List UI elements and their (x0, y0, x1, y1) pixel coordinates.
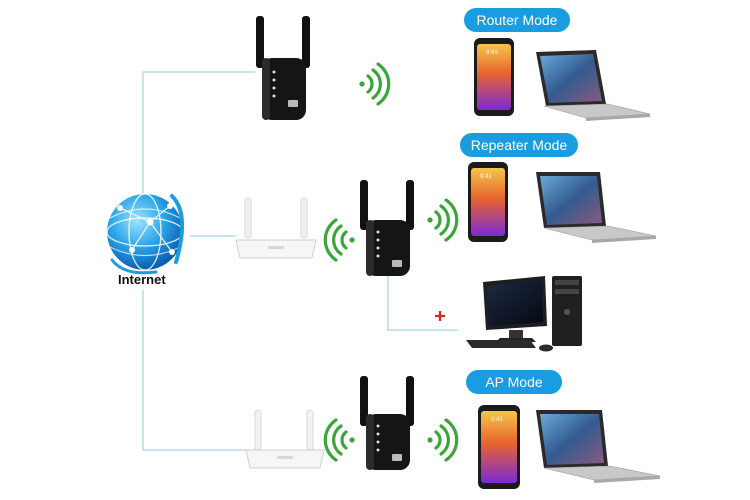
plus-icon (435, 311, 445, 321)
phone-time: 9:41 (480, 174, 492, 180)
connector-internet-ap (142, 290, 250, 451)
smartphone-icon: 9:41 (478, 405, 520, 489)
wifi-signal-icon (323, 218, 355, 262)
repeater-mode-label: Repeater Mode (460, 133, 578, 157)
desktop-computer-icon (466, 276, 582, 352)
laptop-icon (536, 50, 651, 121)
connector-lines (142, 71, 458, 451)
phone-time: 9:41 (491, 417, 503, 423)
wifi-signal-icon (427, 418, 459, 462)
wifi-signal-icon (323, 418, 355, 462)
wifi-signal-icon (427, 198, 459, 242)
phone-time: 9:41 (486, 50, 498, 56)
extender-router-mode (256, 16, 310, 120)
connector-internet-router (142, 71, 255, 200)
smartphone-icon: 9:41 (468, 162, 508, 242)
laptop-icon (536, 172, 657, 243)
extender-ap-mode (360, 376, 414, 470)
wireless-router-white (235, 197, 317, 259)
internet-label: Internet (118, 272, 166, 287)
router-mode-label: Router Mode (464, 8, 570, 32)
wireless-router-white (245, 409, 325, 469)
laptop-icon (536, 410, 661, 483)
wifi-signal-icon (359, 62, 391, 106)
connector-repeater-desktop (387, 256, 458, 331)
extender-repeater-mode (360, 180, 414, 276)
ap-mode-label: AP Mode (466, 370, 562, 394)
smartphone-icon: 9:41 (474, 38, 514, 116)
globe-icon (106, 193, 185, 275)
